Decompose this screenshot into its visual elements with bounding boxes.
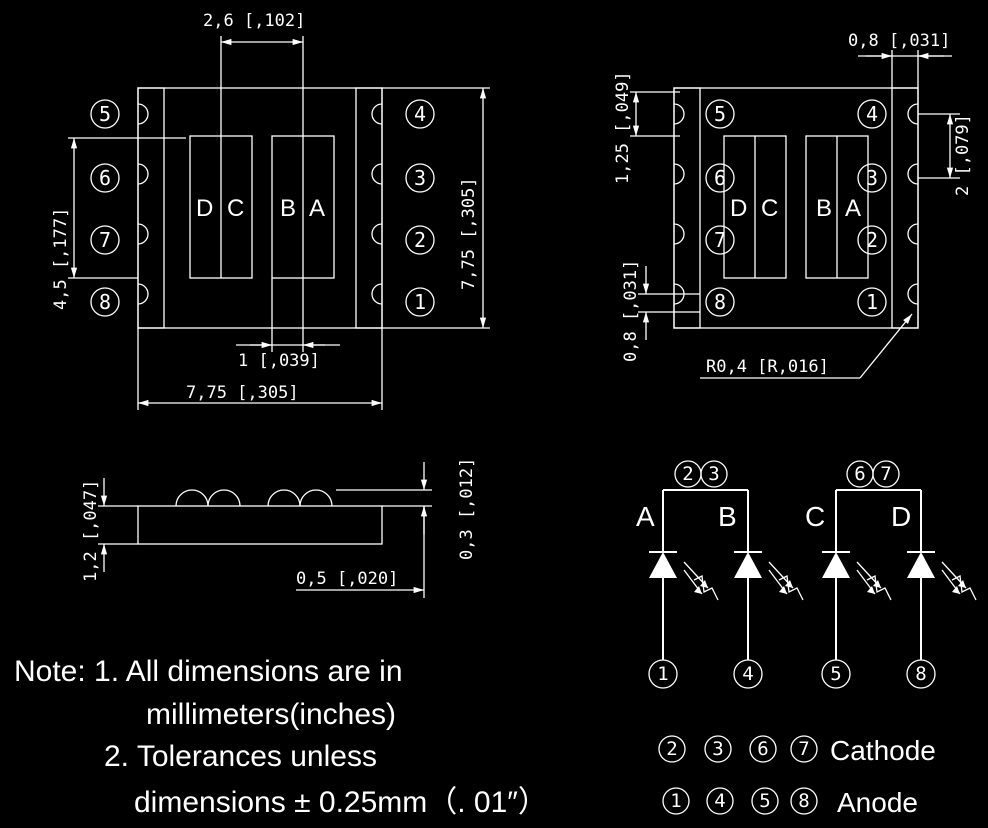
led-symbol-d [907,551,977,660]
top-view-right-pads [355,87,383,329]
led-symbol-a [649,551,719,660]
note-line-4: dimensions ± 0.25mm（. 01″） [134,786,548,819]
bottom-pin-7: 7 [714,228,726,252]
top-pin-8: 8 [99,290,111,314]
led-symbol-b [734,551,804,660]
schematic-anode-pin-8: 8 [915,663,926,685]
schematic-led-label-b: B [718,501,737,532]
led-symbol-c [822,551,892,660]
legend-anode-pin-5: 5 [759,790,770,812]
schematic-led-label-a: A [636,501,655,532]
top-pin-5: 5 [99,102,111,126]
top-die-label-d: D [196,195,213,222]
top-view-left-pads [137,87,165,329]
note-line-1: Note: 1. All dimensions are in [14,655,403,688]
legend-anode-label: Anode [837,787,918,818]
legend-cathode-pin-7: 7 [798,738,809,760]
bottom-dim-2: 2 [,079] [953,114,973,196]
notes: Note: 1. All dimensions are in millimete… [14,655,548,819]
bottom-pin-6: 6 [714,166,726,190]
bottom-die-label-b: B [816,195,832,222]
top-dim-7-75-vertical: 7,75 [,305] [459,177,479,290]
schematic-anode-pin-5: 5 [830,663,841,685]
schematic-top-pin-6: 6 [854,463,865,485]
top-pin-4: 4 [414,102,426,126]
top-dim-4-5: 4,5 [,177] [51,208,71,310]
note-line-3: 2. Tolerances unless [104,740,377,773]
legend-cathode-pin-3: 3 [712,738,723,760]
side-view: 1,2 [,047] 0,3 [,012] 0,5 [,020] [81,458,477,598]
legend-cathode-pin-2: 2 [666,738,677,760]
bottom-dim-0-8-top: 0,8 [,031] [848,31,950,51]
top-dim-2-6: 2,6 [,102] [203,11,305,31]
bottom-pin-4: 4 [866,102,878,126]
top-pin-1: 1 [414,290,426,314]
top-dim-7-75-horizontal: 7,75 [,305] [186,383,299,403]
schematic-top-pin-7: 7 [880,463,891,485]
side-dim-0-5: 0,5 [,020] [296,569,398,589]
top-die-label-b: B [280,195,296,222]
top-die-label-c: C [227,195,244,222]
legend-anode: 1 4 5 8 Anode [662,787,918,818]
top-pin-3: 3 [414,166,426,190]
top-pin-6: 6 [99,166,111,190]
note-line-2: millimeters(inches) [146,698,396,731]
legend-anode-pin-8: 8 [798,790,809,812]
bottom-dim-radius: R0,4 [R,016] [706,357,829,377]
side-dim-1-2: 1,2 [,047] [81,480,101,582]
bottom-pin-3: 3 [866,166,878,190]
bottom-view-pins: 5 6 7 8 4 3 2 1 [705,99,887,317]
bottom-dim-0-8-left: 0,8 [,031] [621,260,641,362]
legend-cathode-label: Cathode [830,735,936,766]
bottom-dim-1-25: 1,25 [,049] [613,71,633,184]
bottom-die-label-d: D [730,195,747,222]
schematic-top-pin-2: 2 [682,463,693,485]
top-pin-7: 7 [99,228,111,252]
bottom-die-label-a: A [845,195,861,222]
top-view: D C B A 5 6 7 8 4 3 2 1 2,6 [,102] 7,75 … [51,11,490,410]
top-view-body [137,87,383,329]
legend-anode-pin-4: 4 [714,790,725,812]
side-dim-0-3: 0,3 [,012] [457,458,477,560]
top-die-label-a: A [309,195,325,222]
schematic-led-label-d: D [891,501,911,532]
bottom-pin-2: 2 [866,228,878,252]
schematic-led-label-c: C [805,501,825,532]
top-view-pins: 5 6 7 8 4 3 2 1 [90,99,435,317]
side-view-body [137,505,383,545]
bottom-die-label-c: C [761,195,778,222]
led-schematic: 2 3 6 7 A B C D [636,460,977,818]
top-pin-2: 2 [414,228,426,252]
bottom-view: D C B A 5 6 7 8 4 3 2 1 0,8 [,031] 1,25 … [613,31,973,379]
bottom-pin-5: 5 [714,102,726,126]
schematic-anode-pin-4: 4 [742,663,753,685]
legend-anode-pin-1: 1 [670,790,681,812]
bottom-pin-1: 1 [866,290,878,314]
legend-cathode-pin-6: 6 [757,738,768,760]
schematic-anode-pin-1: 1 [657,663,668,685]
schematic-top-pin-3: 3 [708,463,719,485]
legend-cathode: 2 3 6 7 Cathode [658,735,936,766]
bottom-pin-8: 8 [714,290,726,314]
top-dim-1: 1 [,039] [238,351,320,371]
